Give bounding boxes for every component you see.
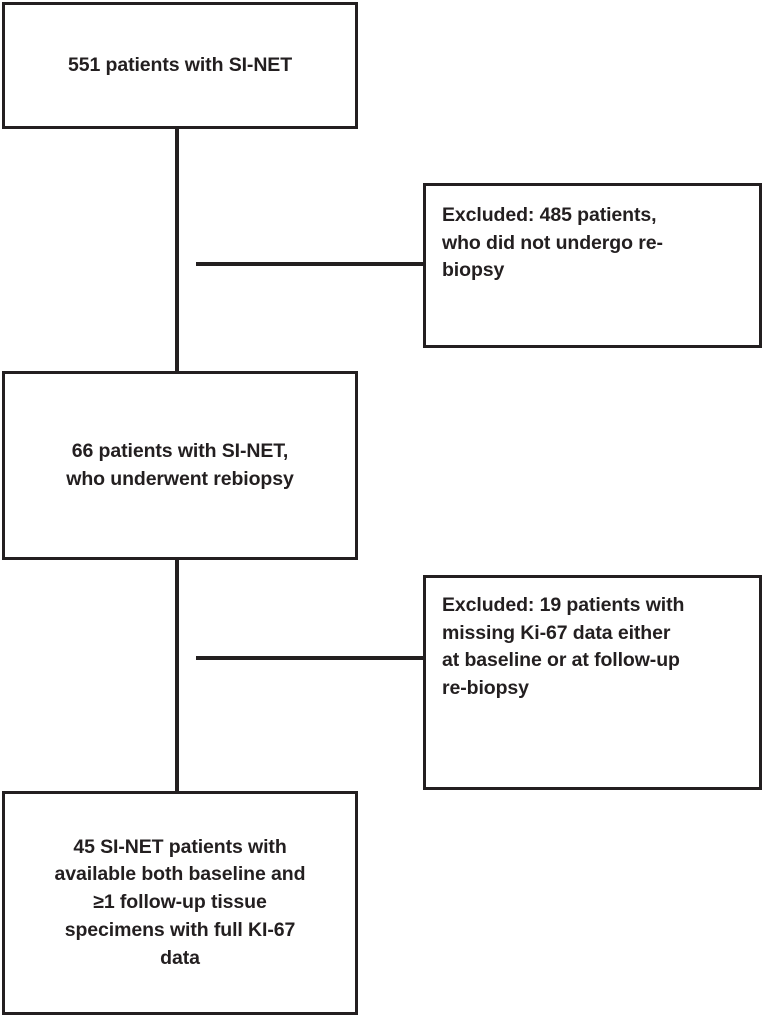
connector-total-to-rebiopsy xyxy=(175,127,179,373)
connector-rebiopsy-to-excluded-2 xyxy=(196,656,425,660)
flowchart-node-rebiopsy-patients: 66 patients with SI-NET, who underwent r… xyxy=(2,371,358,560)
flowchart-node-final-cohort: 45 SI-NET patients with available both b… xyxy=(2,791,358,1015)
node-total-patients-label: 551 patients with SI-NET xyxy=(67,53,293,76)
connector-total-to-excluded-1 xyxy=(196,262,425,266)
flowchart-node-excluded-missing-ki67: Excluded: 19 patients with missing Ki-67… xyxy=(423,575,762,790)
connector-rebiopsy-to-final xyxy=(175,557,179,793)
flowchart-node-total-patients: 551 patients with SI-NET xyxy=(2,2,358,129)
node-final-cohort-label: 45 SI-NET patients with available both b… xyxy=(54,835,306,969)
node-rebiopsy-patients-label: 66 patients with SI-NET, who underwent r… xyxy=(66,439,294,490)
node-excluded-no-rebiopsy-label: Excluded: 485 patients, who did not unde… xyxy=(442,204,663,282)
node-excluded-missing-ki67-label: Excluded: 19 patients with missing Ki-67… xyxy=(442,594,685,700)
flowchart-node-excluded-no-rebiopsy: Excluded: 485 patients, who did not unde… xyxy=(423,183,762,348)
